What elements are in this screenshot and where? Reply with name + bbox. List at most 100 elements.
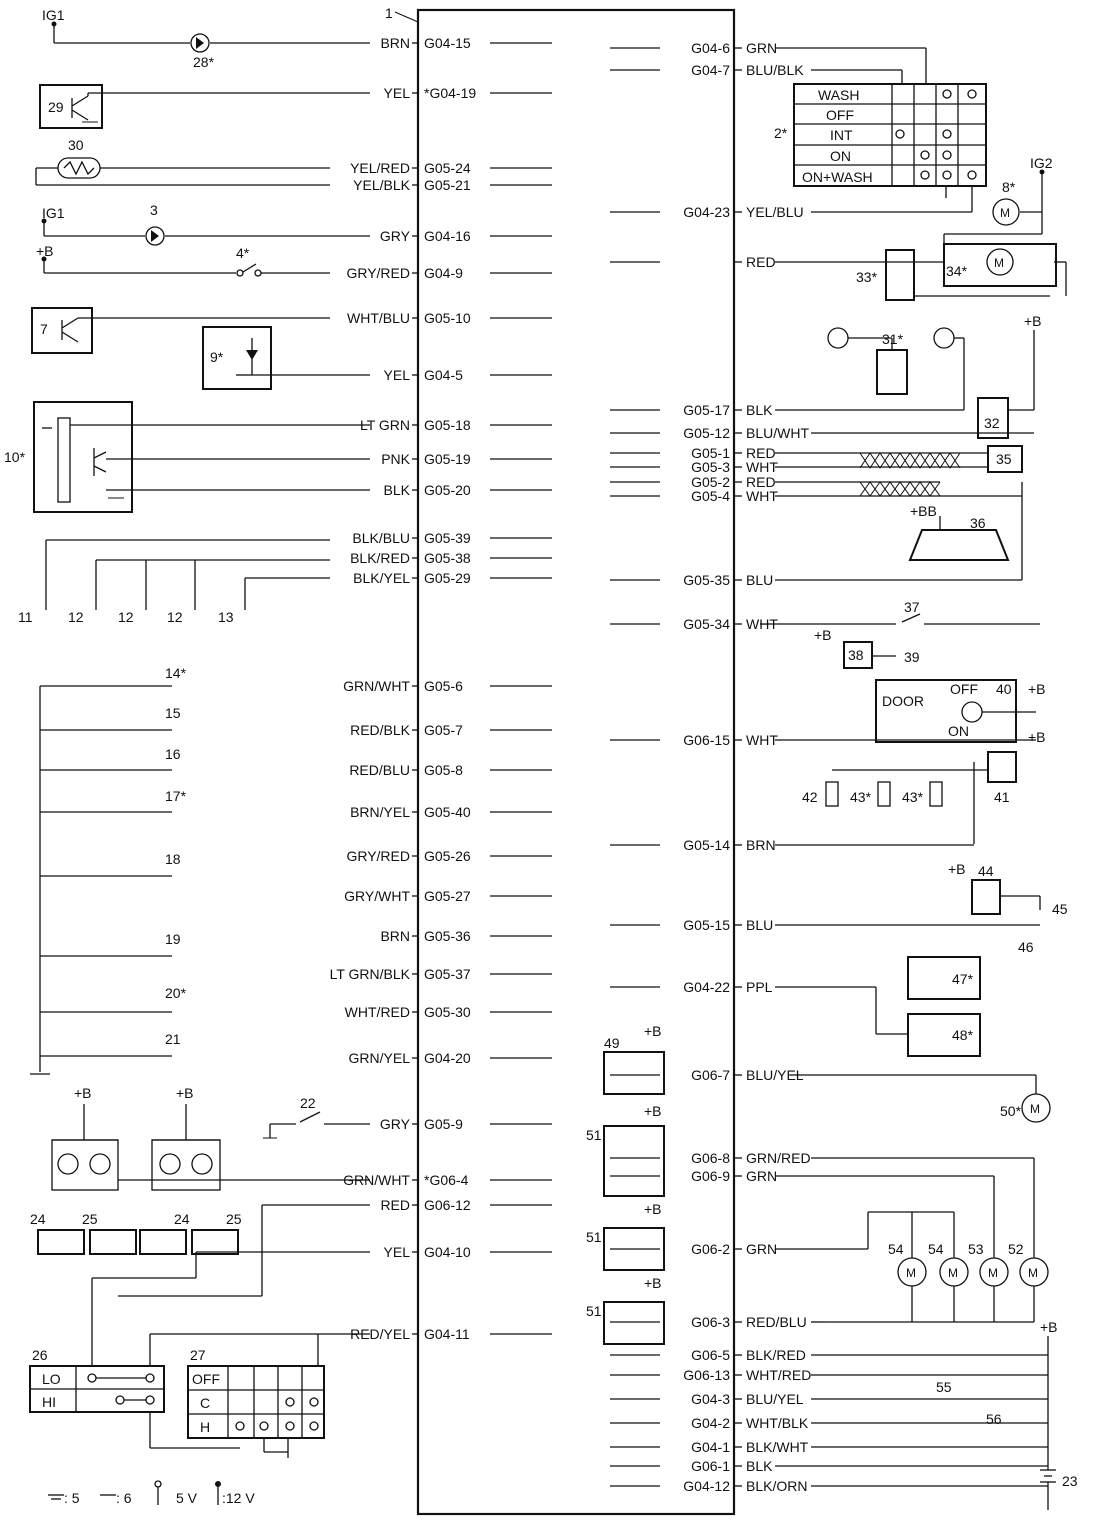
- svg-text:44: 44: [978, 863, 994, 879]
- svg-text:M: M: [994, 256, 1004, 270]
- connector-pin-label: G05-7: [424, 722, 463, 738]
- lamp-icon: [57, 1153, 79, 1175]
- svg-text:12: 12: [167, 609, 183, 625]
- svg-text:IG1: IG1: [42, 205, 65, 221]
- connector-pin-label: G06-1: [691, 1458, 730, 1474]
- svg-text:18: 18: [165, 851, 181, 867]
- svg-text:43*: 43*: [850, 789, 872, 805]
- left-row: BLK/YEL G05-29: [353, 570, 552, 586]
- wire-color-label: BLK/ORN: [746, 1478, 807, 1494]
- svg-text:14*: 14*: [165, 665, 187, 681]
- svg-text:+BB: +BB: [910, 503, 937, 519]
- connector-pin-label: G06-2: [691, 1241, 730, 1257]
- svg-text:46: 46: [1018, 939, 1034, 955]
- svg-text:+B: +B: [644, 1103, 662, 1119]
- wire-color-label: BLK: [384, 482, 411, 498]
- wire-color-label: GRN/RED: [746, 1150, 811, 1166]
- svg-text:42: 42: [802, 789, 818, 805]
- connector-pin-label: G04-6: [691, 40, 730, 56]
- connector-pin-label: G04-1: [691, 1439, 730, 1455]
- svg-text:22: 22: [300, 1095, 316, 1111]
- ecu-ref: 1: [385, 5, 393, 21]
- connector-pin-label: G05-8: [424, 762, 463, 778]
- svg-text:23: 23: [1062, 1473, 1078, 1489]
- connector-pin-label: *G06-4: [424, 1172, 469, 1188]
- indicator-lamp-icon: [145, 226, 165, 246]
- connector-pin-label: G05-40: [424, 804, 471, 820]
- wire-color-label: BLK/YEL: [353, 570, 410, 586]
- sensor-30: 30: [35, 137, 330, 186]
- pos-wash: WASH: [818, 87, 859, 103]
- wire-color-label: WHT: [746, 488, 778, 504]
- connector-pin-label: G05-36: [424, 928, 471, 944]
- sensor-7: 7: [31, 307, 330, 354]
- pos-lo: LO: [42, 1371, 61, 1387]
- connector-pin-label: G06-15: [683, 732, 730, 748]
- wire-color-label: RED: [746, 445, 776, 461]
- wire-color-label: GRY/RED: [346, 265, 410, 281]
- device-35: 35: [859, 445, 1023, 497]
- connector-pin-label: G05-29: [424, 570, 471, 586]
- connector-pin-label: G05-12: [683, 425, 730, 441]
- relays-31-32: 31* 32 +B: [827, 313, 1042, 439]
- left-row: BRN G05-36: [380, 928, 552, 944]
- connector-pin-label: G05-39: [424, 530, 471, 546]
- left-row: YEL G04-5: [384, 367, 552, 383]
- connector-pin-label: G04-15: [424, 35, 471, 51]
- wire-color-label: GRN: [746, 1241, 777, 1257]
- svg-text:12: 12: [118, 609, 134, 625]
- svg-text:35: 35: [996, 451, 1012, 467]
- wire-color-label: BLU/BLK: [746, 62, 804, 78]
- svg-text:25: 25: [82, 1211, 98, 1227]
- motor-8: IG2 M 8*: [992, 155, 1053, 234]
- svg-text:3: 3: [150, 202, 158, 218]
- switch-26: 26 LO HI: [29, 1347, 240, 1449]
- wire-color-label: BLK/RED: [350, 550, 410, 566]
- legend: : 5 : 6 5 V :12 V: [48, 1480, 255, 1506]
- svg-text:21: 21: [165, 1031, 181, 1047]
- right-row: G05-12 BLU/WHT: [610, 425, 1034, 441]
- svg-text:IG2: IG2: [1030, 155, 1053, 171]
- wire-color-label: BLU/WHT: [746, 425, 809, 441]
- wire-color-label: YEL: [384, 367, 411, 383]
- svg-text:37: 37: [904, 599, 920, 615]
- connector-pin-label: G04-7: [691, 62, 730, 78]
- pos-hi: HI: [42, 1394, 56, 1410]
- switch-4: +B 4*: [36, 243, 330, 277]
- connector-pin-label: G04-22: [683, 979, 730, 995]
- svg-text:34*: 34*: [946, 263, 968, 279]
- connector-pin-label: G04-5: [424, 367, 463, 383]
- wire-color-label: BRN: [380, 928, 410, 944]
- right-row: RED: [610, 254, 944, 270]
- svg-text:7: 7: [40, 321, 48, 337]
- svg-text:32: 32: [984, 415, 1000, 431]
- connector-pin-label: G05-10: [424, 310, 471, 326]
- svg-text:36: 36: [970, 515, 986, 531]
- svg-text:+B: +B: [74, 1085, 92, 1101]
- svg-text:H: H: [200, 1419, 210, 1435]
- connector-pin-label: G05-2: [691, 474, 730, 490]
- connector-pin-label: G06-12: [424, 1197, 471, 1213]
- relay-33-motor-34: 33* M 34*: [856, 233, 1067, 301]
- svg-text:12: 12: [68, 609, 84, 625]
- connector-pin-label: G05-18: [424, 417, 471, 433]
- switch-bus-14-21: 14* 15 16 17* 18 19 20* 21: [30, 665, 187, 1075]
- relay-44-horn-45: +B 44 45 46: [948, 861, 1068, 955]
- wire-color-label: WHT: [746, 459, 778, 475]
